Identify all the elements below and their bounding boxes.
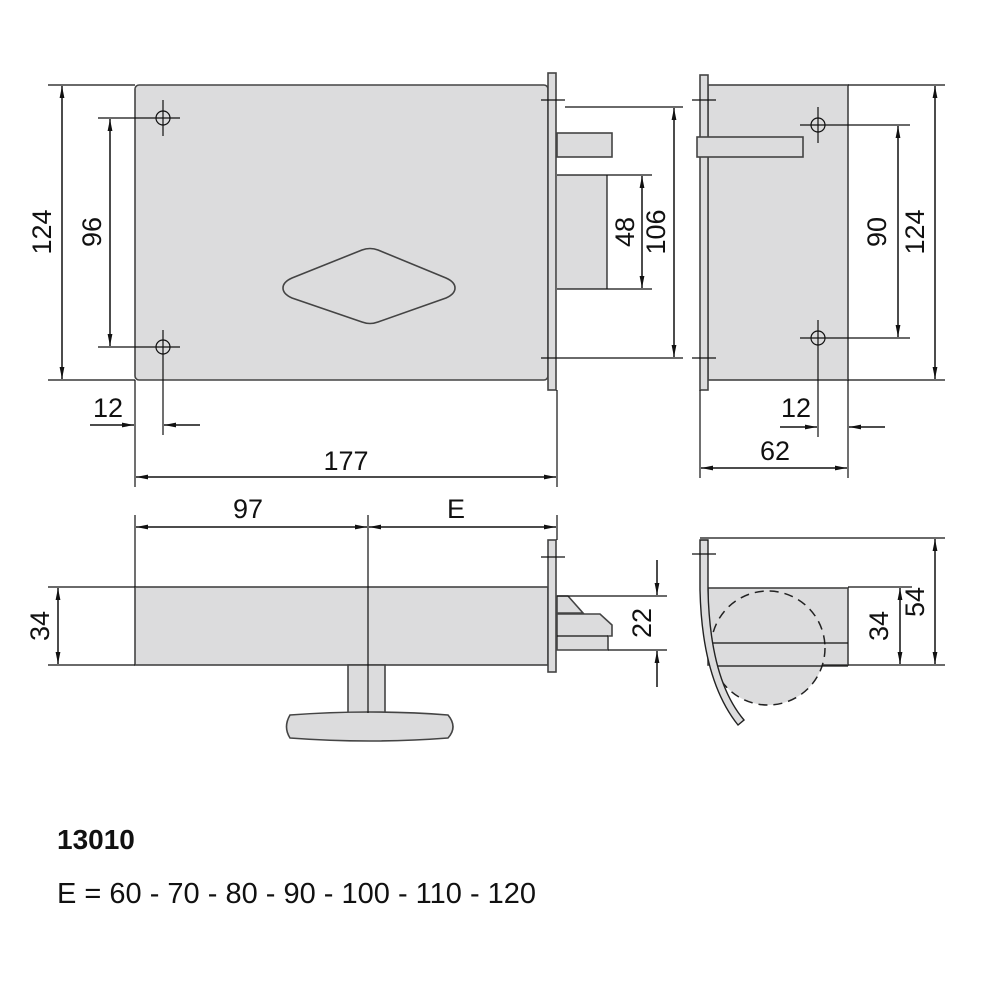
- dim-depth: 62: [760, 436, 790, 466]
- bottom-view: 22 97 E 34: [25, 494, 667, 742]
- side-hole-bottom: [800, 320, 910, 437]
- dim-hole-spacing: 96: [77, 217, 107, 247]
- side-view: 90 124 12 62: [692, 74, 945, 478]
- knob-handle: [285, 711, 454, 742]
- dim-backset: 97: [233, 494, 263, 524]
- dim-end-thickness: 34: [864, 611, 894, 641]
- end-view: 34 54: [692, 537, 945, 726]
- dim-overall: 54: [900, 587, 930, 617]
- faceplate: [547, 72, 557, 391]
- dim-e: E: [447, 494, 465, 524]
- end-faceplate: [699, 539, 745, 726]
- dim-faceplate-height: 106: [641, 209, 671, 254]
- mounting-hole-top: [145, 100, 180, 136]
- model-number: 13010: [57, 824, 135, 855]
- knob-stem: [347, 664, 386, 718]
- side-hole-top: [800, 107, 910, 143]
- dim-side-hole-spacing: 90: [862, 217, 892, 247]
- lock-case: [134, 84, 549, 381]
- side-faceplate: [699, 74, 709, 391]
- dim-bolt-height: 48: [610, 217, 640, 247]
- side-case: [707, 84, 849, 381]
- dim-height: 124: [27, 209, 57, 254]
- latch-bevel: [556, 595, 585, 614]
- deadbolt: [557, 175, 607, 289]
- front-view: 124 96 48 106 12 177: [27, 72, 683, 487]
- dim-thickness: 34: [25, 611, 55, 641]
- bottom-case: [134, 586, 549, 666]
- dim-latch: 22: [627, 608, 657, 638]
- bottom-faceplate: [547, 539, 557, 673]
- e-variants: E = 60 - 70 - 80 - 90 - 100 - 110 - 120: [57, 878, 537, 910]
- dim-width: 177: [323, 446, 368, 476]
- side-latch: [696, 136, 804, 158]
- keyhole-escutcheon: [282, 247, 456, 325]
- latch-tongue: [556, 613, 613, 651]
- knob-swing-circle: [710, 590, 826, 706]
- mounting-hole-bottom: [145, 330, 180, 435]
- dim-side-hole-offset: 12: [781, 393, 811, 423]
- dim-hole-offset: 12: [93, 393, 123, 423]
- dim-side-height: 124: [900, 209, 930, 254]
- latch-bolt: [556, 132, 613, 158]
